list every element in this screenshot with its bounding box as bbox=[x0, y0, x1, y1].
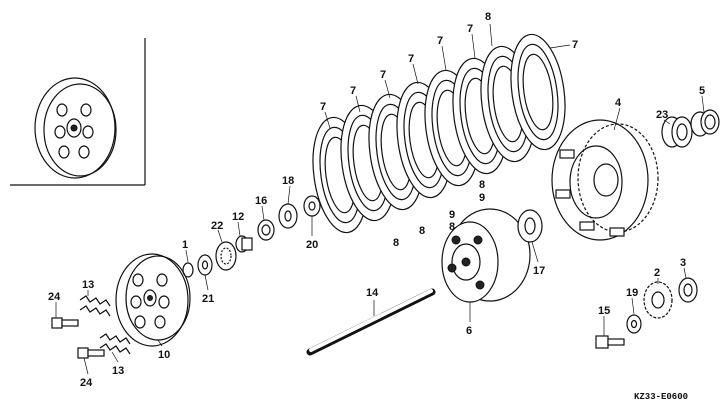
callout-13b: 13 bbox=[112, 365, 124, 377]
callout-2: 2 bbox=[654, 267, 660, 279]
clutch-outer-housing bbox=[551, 119, 659, 241]
bearing-3 bbox=[678, 277, 698, 303]
pressure-plate bbox=[115, 253, 191, 347]
callout-12: 12 bbox=[232, 211, 244, 223]
callout-15: 15 bbox=[598, 305, 610, 317]
callout-7d: 7 bbox=[408, 53, 414, 65]
clutch-spring-lower bbox=[99, 333, 131, 355]
inset-pressure-plate bbox=[34, 77, 117, 179]
figure-code: KZ33-E0600 bbox=[634, 392, 688, 402]
gear-washer bbox=[626, 314, 642, 334]
outer-collar bbox=[690, 109, 720, 137]
lock-washer bbox=[278, 203, 298, 229]
callout-8c: 8 bbox=[419, 225, 425, 237]
callout-7e: 7 bbox=[437, 35, 443, 47]
callout-21: 21 bbox=[202, 293, 214, 305]
callout-7b: 7 bbox=[350, 85, 356, 97]
clutch-center bbox=[441, 208, 531, 303]
callout-7g: 7 bbox=[572, 39, 578, 51]
callout-8a: 8 bbox=[485, 11, 491, 23]
clutch-spring-upper bbox=[79, 295, 111, 317]
gear-bolt bbox=[595, 335, 625, 349]
callout-6: 6 bbox=[466, 325, 472, 337]
callout-22: 22 bbox=[211, 220, 223, 232]
callout-18: 18 bbox=[282, 175, 294, 187]
callout-3: 3 bbox=[680, 257, 686, 269]
spring-bolt-upper bbox=[51, 317, 79, 329]
thrust-washer-small bbox=[303, 195, 321, 217]
callout-20: 20 bbox=[306, 239, 318, 251]
callout-1: 1 bbox=[182, 239, 188, 251]
callout-9a: 9 bbox=[449, 209, 455, 221]
callout-4: 4 bbox=[615, 97, 622, 109]
callout-7f: 7 bbox=[467, 23, 473, 35]
callout-10: 10 bbox=[158, 349, 170, 361]
spring-bolt-lower bbox=[77, 347, 105, 359]
primary-drive-gear bbox=[643, 281, 673, 319]
clutch-plate-stack bbox=[305, 30, 573, 237]
callout-23: 23 bbox=[656, 109, 668, 121]
callout-labels: 7 7 7 7 7 7 7 8 8 8 8 8 9 9 4 23 5 17 6 … bbox=[48, 11, 705, 402]
inset-panel bbox=[10, 38, 146, 186]
lock-nut bbox=[257, 219, 275, 241]
callout-24b: 24 bbox=[80, 377, 93, 389]
lifter-washer bbox=[197, 254, 213, 276]
needle-bearing bbox=[661, 116, 693, 148]
callout-7c: 7 bbox=[380, 69, 386, 81]
callout-19: 19 bbox=[626, 287, 638, 299]
circlip bbox=[182, 262, 194, 278]
thrust-washer bbox=[517, 209, 543, 243]
callout-24a: 24 bbox=[48, 291, 61, 303]
push-rod bbox=[306, 288, 436, 356]
callout-8d: 8 bbox=[449, 221, 455, 233]
lifter-bearing bbox=[215, 241, 237, 271]
callout-9b: 9 bbox=[479, 192, 485, 204]
callout-5: 5 bbox=[699, 85, 705, 97]
callout-17: 17 bbox=[533, 265, 545, 277]
callout-13a: 13 bbox=[82, 279, 94, 291]
callout-8b: 8 bbox=[393, 237, 399, 249]
leader-lines bbox=[55, 23, 705, 375]
callout-14: 14 bbox=[366, 287, 379, 299]
callout-8e: 8 bbox=[479, 179, 485, 191]
callout-16: 16 bbox=[255, 195, 267, 207]
callout-7a: 7 bbox=[320, 101, 326, 113]
lifter-piece bbox=[235, 235, 253, 253]
